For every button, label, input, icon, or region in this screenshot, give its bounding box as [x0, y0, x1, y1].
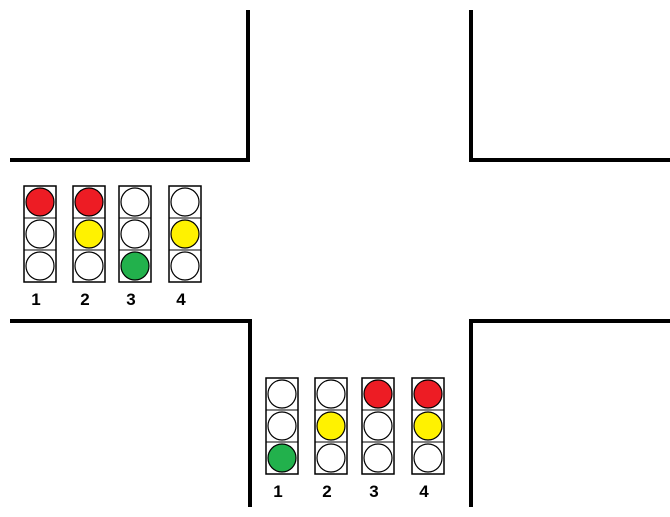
top-lamp-red	[25, 187, 55, 217]
middle-lamp-off	[120, 219, 150, 249]
traffic-light-number: 4	[419, 482, 429, 501]
road-edge-south-east	[469, 319, 670, 507]
signal-group-south: 1 2 3 4	[265, 377, 445, 501]
bottom-lamp-green	[120, 251, 150, 281]
traffic-light-number: 2	[322, 482, 331, 501]
traffic-light-south-1: 1	[265, 377, 299, 501]
traffic-light-south-3: 3	[361, 377, 395, 501]
traffic-light-number: 2	[80, 290, 89, 309]
traffic-light-number: 3	[369, 482, 378, 501]
signal-group-west: 1 2 3 4	[23, 185, 202, 309]
traffic-light-number: 1	[31, 290, 40, 309]
middle-lamp-yellow	[170, 219, 200, 249]
middle-lamp-yellow	[413, 411, 443, 441]
top-lamp-off	[120, 187, 150, 217]
middle-lamp-off	[363, 411, 393, 441]
traffic-light-south-4: 4	[411, 377, 445, 501]
top-lamp-red	[74, 187, 104, 217]
middle-lamp-yellow	[74, 219, 104, 249]
top-lamp-off	[267, 379, 297, 409]
road-edges	[10, 10, 670, 507]
bottom-lamp-off	[316, 443, 346, 473]
top-lamp-red	[413, 379, 443, 409]
traffic-light-number: 1	[273, 482, 282, 501]
bottom-lamp-off	[25, 251, 55, 281]
top-lamp-off	[170, 187, 200, 217]
bottom-lamp-off	[74, 251, 104, 281]
traffic-light-west-4: 4	[168, 185, 202, 309]
top-lamp-off	[316, 379, 346, 409]
traffic-light-south-2: 2	[314, 377, 348, 501]
road-edge-north-west	[10, 10, 250, 162]
road-edge-south-west	[10, 319, 252, 507]
traffic-light-west-3: 3	[118, 185, 152, 309]
traffic-light-number: 4	[176, 290, 186, 309]
bottom-lamp-off	[413, 443, 443, 473]
road-edge-north-east	[469, 10, 670, 162]
bottom-lamp-off	[363, 443, 393, 473]
traffic-light-west-1: 1	[23, 185, 57, 309]
middle-lamp-off	[25, 219, 55, 249]
bottom-lamp-off	[170, 251, 200, 281]
middle-lamp-yellow	[316, 411, 346, 441]
middle-lamp-off	[267, 411, 297, 441]
traffic-light-number: 3	[126, 290, 135, 309]
bottom-lamp-green	[267, 443, 297, 473]
traffic-light-west-2: 2	[72, 185, 106, 309]
top-lamp-red	[363, 379, 393, 409]
